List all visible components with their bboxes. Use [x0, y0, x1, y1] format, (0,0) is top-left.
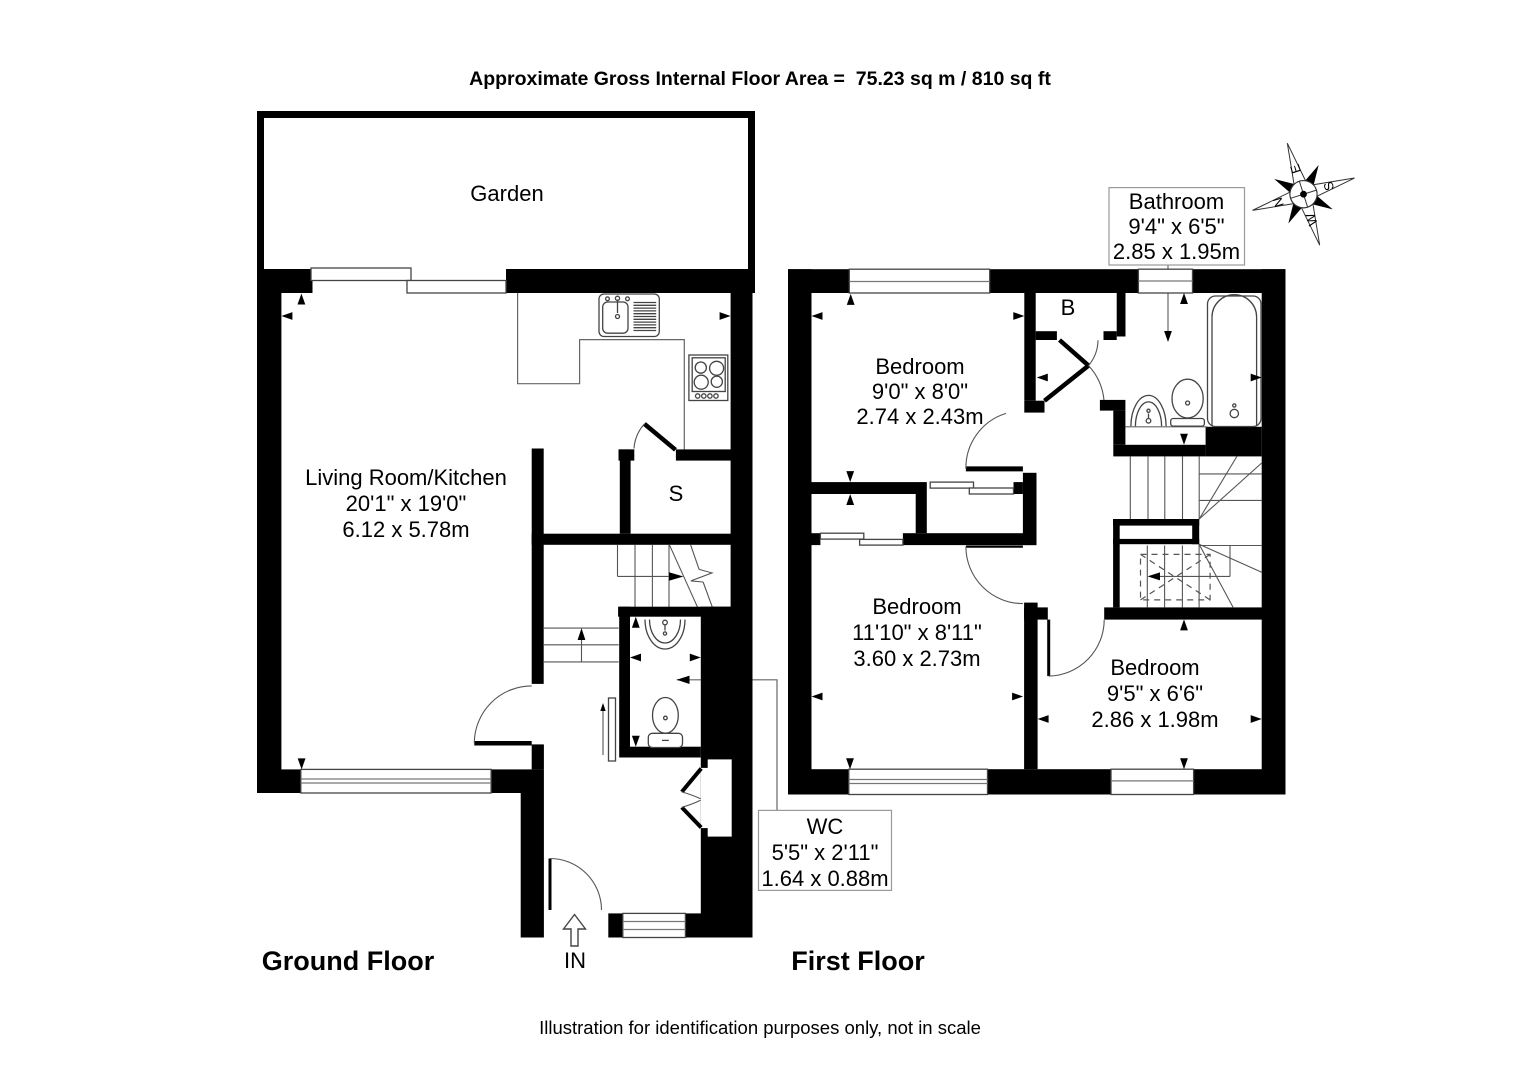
kitchen-counter [516, 293, 685, 450]
patio-sliding-door [310, 267, 507, 294]
b-closet-door [1058, 338, 1099, 368]
bedroom3-window [1110, 768, 1195, 796]
ground-stairs-upper-flight [616, 544, 714, 608]
living-room-window [300, 768, 492, 794]
svg-text:3.60 x 2.73m: 3.60 x 2.73m [853, 646, 980, 671]
compass-west-label: W [1302, 211, 1320, 228]
wc-connector-arrowhead [676, 675, 690, 684]
ground-floor-label: Ground Floor [262, 946, 435, 976]
bath-icon [1206, 294, 1262, 428]
boiler-label: B [1061, 295, 1076, 320]
compass-rose-icon: N E S W [1252, 142, 1355, 246]
svg-text:Bedroom: Bedroom [872, 594, 961, 619]
page-title: Approximate Gross Internal Floor Area = … [469, 68, 1051, 90]
kitchen-hob-icon [688, 354, 729, 402]
wc-toilet-icon [647, 696, 684, 749]
ground-dimension-arrows [281, 293, 731, 770]
svg-text:5'5" x 2'11": 5'5" x 2'11" [772, 840, 879, 865]
svg-text:Bathroom: Bathroom [1129, 189, 1224, 214]
bedroom1-label: Bedroom 9'0" x 8'0" 2.74 x 2.43m [856, 354, 983, 429]
svg-text:Bedroom: Bedroom [875, 354, 964, 379]
bathroom-toilet-icon [1170, 378, 1206, 427]
bathroom-walls [1099, 399, 1262, 457]
first-outer-walls [788, 269, 1286, 795]
svg-text:2.86 x 1.98m: 2.86 x 1.98m [1091, 707, 1218, 732]
svg-text:2.85 x 1.95m: 2.85 x 1.95m [1113, 239, 1240, 264]
b-closet-walls [1024, 293, 1126, 413]
svg-text:1.64 x 0.88m: 1.64 x 0.88m [761, 866, 888, 891]
footer-note: Illustration for identification purposes… [539, 1017, 981, 1038]
svg-text:9'5" x 6'6": 9'5" x 6'6" [1107, 681, 1203, 706]
first-floor-label: First Floor [791, 946, 925, 976]
wardrobe-sliding-doors [819, 481, 1015, 546]
bedroom1-door [965, 412, 1023, 472]
svg-text:9'0" x 8'0": 9'0" x 8'0" [872, 379, 968, 404]
svg-text:Bedroom: Bedroom [1110, 655, 1199, 680]
bedroom2-window [848, 768, 989, 796]
storage-room-walls [531, 449, 753, 545]
hall-radiator [600, 697, 617, 762]
first-dimension-arrows [811, 293, 1262, 770]
bathroom-sink-icon [1130, 394, 1167, 427]
svg-text:11'10" x 8'11": 11'10" x 8'11" [852, 620, 982, 645]
bedroom1-window [848, 268, 991, 294]
living-room-label: Living Room/Kitchen 20'1" x 19'0" 6.12 x… [305, 465, 507, 542]
storage-door [633, 422, 677, 452]
bathroom-label-box: Bathroom 9'4" x 6'5" 2.85 x 1.95m [1108, 187, 1246, 266]
living-room-door [473, 685, 532, 746]
bedroom3-label: Bedroom 9'5" x 6'6" 2.86 x 1.98m [1091, 655, 1218, 732]
bedroom2-label: Bedroom 11'10" x 8'11" 3.60 x 2.73m [852, 594, 982, 671]
ground-stairs-lower-flight [543, 627, 619, 663]
entrance-steps [622, 912, 687, 939]
ground-floor-plan: Garden [257, 111, 893, 976]
living-room-stairs-wall [531, 448, 544, 770]
garden-label: Garden [470, 181, 543, 206]
ground-outer-walls [257, 269, 755, 938]
svg-text:Living Room/Kitchen: Living Room/Kitchen [305, 465, 507, 490]
compass-north-label: N [1270, 195, 1287, 208]
bathroom-window [1137, 268, 1194, 294]
svg-text:6.12 x 5.78m: 6.12 x 5.78m [342, 517, 469, 542]
bedroom2-door [965, 545, 1023, 605]
storage-label: S [669, 481, 684, 506]
svg-text:WC: WC [807, 814, 844, 839]
first-floor-plan: B [788, 187, 1286, 976]
bathroom-connector-arrowhead [1164, 331, 1172, 342]
svg-text:2.74 x 2.43m: 2.74 x 2.43m [856, 404, 983, 429]
wc-sink-icon [644, 619, 686, 650]
wc-label-box: WC 5'5" x 2'11" 1.64 x 0.88m [757, 809, 893, 892]
first-floor-stairs [1113, 456, 1263, 608]
entrance-in-arrow [562, 913, 587, 947]
svg-text:9'4" x 6'5": 9'4" x 6'5" [1128, 214, 1224, 239]
wardrobe-walls [788, 472, 1037, 546]
svg-text:20'1" x 19'0": 20'1" x 19'0" [346, 491, 467, 516]
entrance-label: IN [564, 948, 586, 973]
landing-walls [1024, 602, 1286, 770]
kitchen-sink-icon [598, 293, 660, 338]
garden-walls [257, 111, 755, 270]
front-door [548, 857, 603, 911]
bedroom3-door [1047, 619, 1105, 677]
hall-cupboard [680, 759, 732, 837]
